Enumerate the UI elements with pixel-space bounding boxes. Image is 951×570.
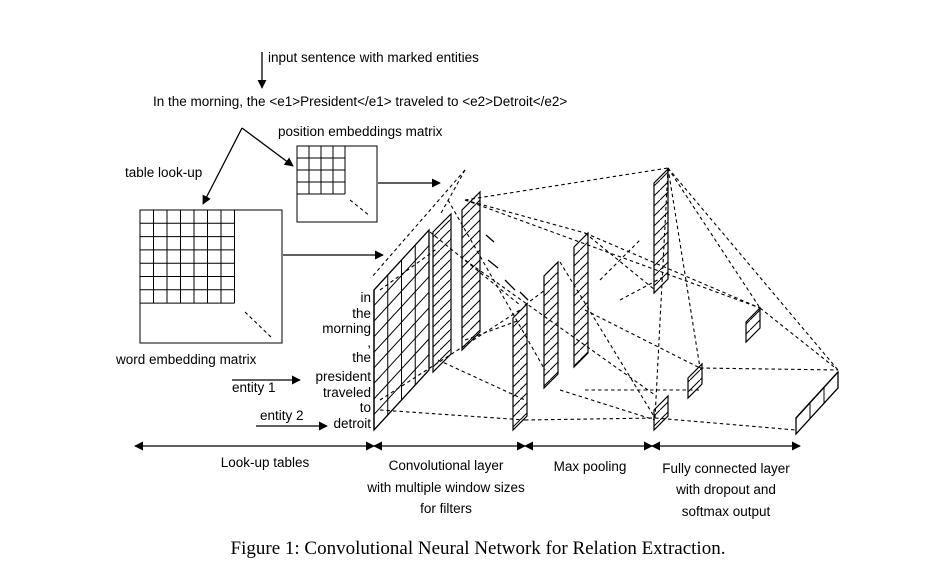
stage-conv-label-2: with multiple window sizes [366, 480, 525, 495]
word-token: president [315, 369, 371, 384]
softmax-output-bar [795, 370, 839, 436]
word-token: the [352, 350, 371, 365]
word-token: , [367, 335, 371, 350]
word-embedding-matrix [139, 209, 283, 344]
stage-conv-label-1: Convolutional layer [389, 458, 504, 473]
table-lookup-label: table look-up [125, 165, 202, 180]
feature-map-slab [543, 260, 559, 390]
stage-fc-label-3: softmax output [682, 504, 771, 519]
feature-map-slab [653, 394, 669, 432]
network-connections [370, 167, 839, 431]
stage-conv-label-3: for filters [420, 501, 472, 516]
feature-maps [432, 167, 761, 432]
input-caption-label: input sentence with marked entities [268, 50, 479, 65]
word-token: detroit [333, 416, 371, 431]
entity1-label: entity 1 [232, 380, 276, 395]
feature-map-slab [745, 306, 761, 344]
input-sentence: In the morning, the <e1>President</e1> t… [153, 94, 567, 109]
position-embedding-matrix [296, 145, 378, 223]
sentence-words: in the morning , the president traveled … [315, 290, 371, 431]
word-token: morning [322, 321, 371, 336]
word-token: to [360, 400, 371, 415]
stage-pool-label: Max pooling [554, 459, 627, 474]
stage-fc-label-2: with dropout and [675, 482, 776, 497]
lookup-arrow [202, 127, 243, 205]
feature-map-slab [653, 167, 669, 295]
feature-map-slab [432, 212, 452, 374]
input-feature-grid [373, 228, 430, 432]
position-matrix-label: position embeddings matrix [278, 124, 443, 139]
feature-map-slab [461, 190, 481, 352]
entity2-label: entity 2 [260, 408, 304, 423]
filter-ticks [485, 234, 529, 301]
word-matrix-label: word embedding matrix [115, 352, 257, 367]
feature-map-slab [687, 362, 703, 400]
feature-map-slab [573, 231, 589, 369]
word-token: traveled [323, 385, 371, 400]
word-token: the [352, 306, 371, 321]
stage-lookup-label: Look-up tables [221, 455, 310, 470]
word-token: in [360, 290, 371, 305]
feature-map-slab [512, 302, 528, 432]
position-arrow [241, 127, 294, 167]
figure-caption: Figure 1: Convolutional Neural Network f… [231, 538, 726, 559]
stage-fc-label-1: Fully connected layer [662, 461, 790, 476]
